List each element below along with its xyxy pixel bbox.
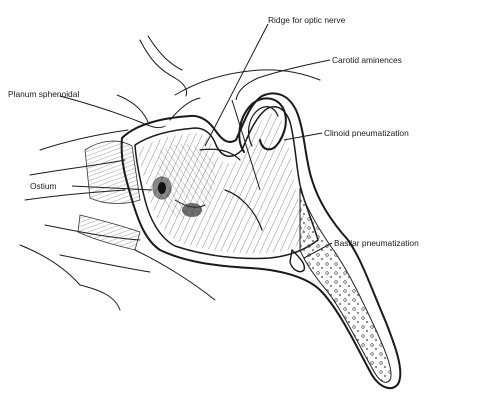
label-basilar-pneumatization: Basilar pneumatization: [334, 238, 419, 248]
label-planum-sphenoidal: Planum sphenoidal: [8, 89, 79, 99]
label-clinoid-pneumatization: Clinoid pneumatization: [324, 128, 409, 138]
label-ridge-optic-nerve: Ridge for optic nerve: [268, 15, 346, 25]
leader-carotid-aminences: [236, 60, 330, 100]
label-carotid-aminences: Carotid aminences: [332, 55, 402, 65]
leader-planum-sphenoidal: [117, 95, 148, 122]
label-ostium: Ostium: [30, 181, 57, 191]
